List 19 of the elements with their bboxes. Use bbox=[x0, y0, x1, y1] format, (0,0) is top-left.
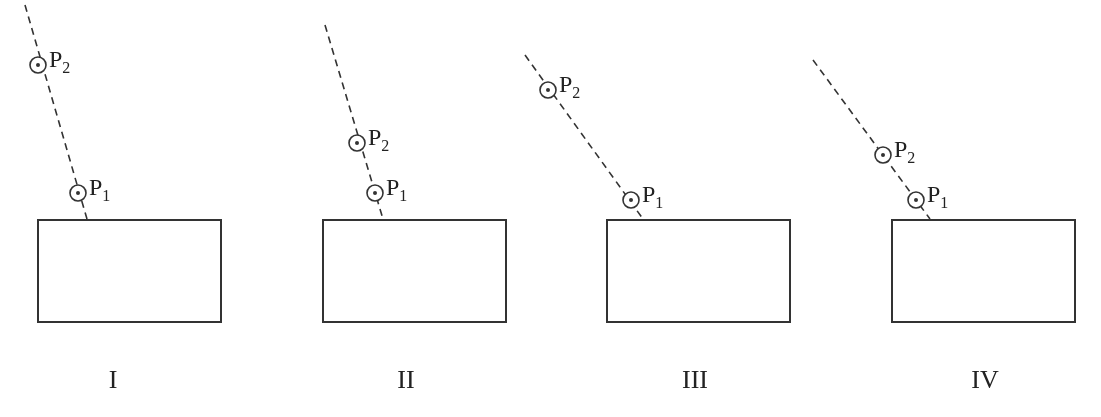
pin-label: P$_{2}$ bbox=[368, 123, 390, 156]
pin-label: P$_{2}$ bbox=[894, 135, 916, 168]
glass-slab-rectangle bbox=[891, 219, 1076, 323]
panel-numeral: IV bbox=[971, 365, 999, 395]
dashed-ray-line bbox=[24, 4, 88, 220]
pin-label: P$_{1}$ bbox=[89, 173, 111, 206]
pin-label: P$_{2}$ bbox=[559, 70, 581, 103]
dashed-ray-line bbox=[524, 54, 644, 220]
glass-slab-rectangle bbox=[37, 219, 222, 323]
panel-numeral: II bbox=[397, 365, 415, 395]
glass-slab-rectangle bbox=[322, 219, 507, 323]
pin-label: P$_{1}$ bbox=[642, 180, 664, 213]
pin-label: P$_{1}$ bbox=[386, 173, 408, 206]
panel-numeral: III bbox=[682, 365, 708, 395]
pin-label: P$_{1}$ bbox=[927, 180, 949, 213]
glass-slab-rectangle bbox=[606, 219, 791, 323]
panel-numeral: I bbox=[108, 365, 118, 395]
pin-label: P$_{2}$ bbox=[49, 45, 71, 78]
dashed-ray-line bbox=[812, 59, 931, 220]
